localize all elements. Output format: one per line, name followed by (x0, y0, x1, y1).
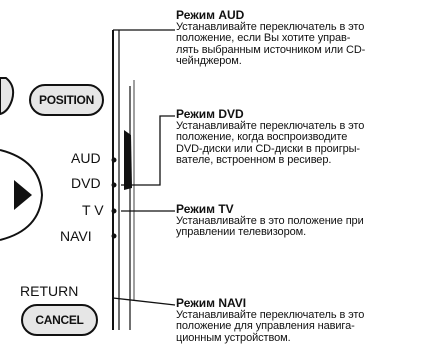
mode-aud-description: Режим AUD Устанавливайте переключатель в… (176, 9, 431, 67)
mode-aud-line: чейнджером. (176, 54, 242, 67)
mode-tv-title: Режим TV (176, 202, 234, 216)
mode-aud-title: Режим AUD (176, 8, 245, 22)
mode-navi-line: ционным устройством. (176, 331, 291, 344)
leader-dvd (121, 115, 175, 186)
mode-navi-line: положение для управления навига- (176, 320, 355, 333)
mode-aud-line: лять выбранным источником или CD- (176, 43, 366, 56)
mode-navi-description: Режим NAVI Устанавливайте переключатель … (176, 297, 431, 344)
mode-dvd-line: вателе, встроенном в ресивер. (176, 153, 332, 166)
mode-navi-title: Режим NAVI (176, 296, 247, 310)
return-label: RETURN (20, 283, 79, 299)
mode-navi-line: Устанавливайте переключатель в это (176, 309, 365, 321)
mode-dvd-line: положение, когда воспроизводите (176, 131, 348, 144)
partial-button-shape (0, 77, 15, 116)
switch-label-tv: T V (82, 202, 104, 218)
mode-tv-line: управлении телевизором. (176, 226, 307, 239)
switch-label-aud: AUD (71, 150, 101, 166)
mode-tv-description: Режим TV Устанавливайте в это положение … (176, 203, 431, 239)
mode-dvd-title: Режим DVD (176, 107, 244, 121)
play-button-edge (0, 149, 44, 241)
mode-dvd-line: Устанавливайте переключатель в это (176, 120, 365, 132)
switch-label-dvd: DVD (71, 175, 101, 191)
mode-aud-line: Устанавливайте переключатель в это (176, 21, 365, 33)
mode-tv-line: Устанавливайте в это положение при (176, 215, 364, 227)
cancel-button[interactable]: CANCEL (21, 304, 98, 336)
leader-navi (112, 297, 176, 306)
position-button[interactable]: POSITION (29, 84, 104, 116)
mode-aud-line: положение, если Вы хотите управ- (176, 32, 351, 45)
dot-dvd (111, 182, 117, 188)
play-arrow-icon (14, 180, 32, 210)
dot-aud (111, 157, 117, 163)
mode-dvd-line: DVD-диски или CD-диски в проигры- (176, 142, 360, 155)
dot-tv (111, 208, 117, 214)
switch-slider (124, 130, 132, 190)
mode-dvd-description: Режим DVD Устанавливайте переключатель в… (176, 108, 431, 166)
switch-label-navi: NAVI (60, 228, 92, 244)
dot-navi (111, 233, 117, 239)
